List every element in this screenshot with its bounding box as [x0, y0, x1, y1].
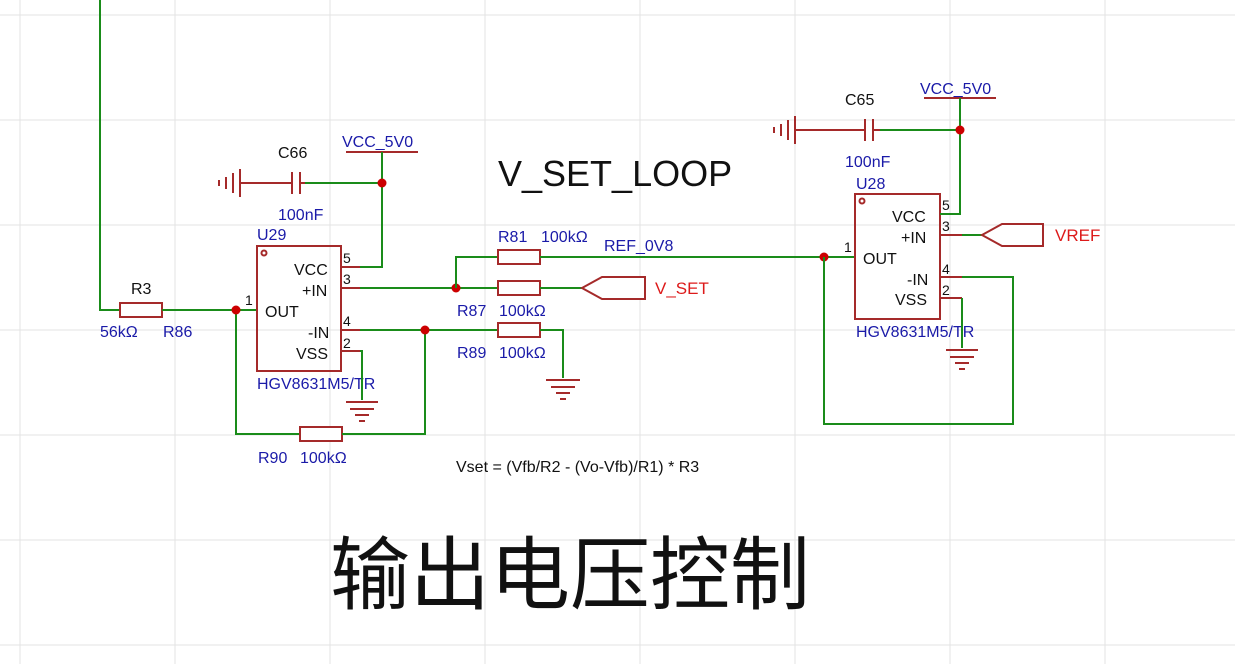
u28-pin-num-3: 3	[942, 218, 950, 234]
wire-input-feed	[99, 0, 120, 311]
ic-u28-body[interactable]	[854, 193, 941, 320]
r81-ref: R81	[498, 229, 527, 246]
u29-pin-vcc: VCC	[294, 262, 328, 279]
u29-pin-inn: -IN	[308, 325, 329, 342]
u29-pin-num-2: 2	[343, 335, 351, 351]
net-ref-0v8: REF_0V8	[604, 238, 673, 255]
u28-pin-inn: -IN	[907, 272, 928, 289]
r3-value: 56kΩ	[100, 324, 138, 341]
r86-ref: R86	[163, 324, 192, 341]
u29-pin-num-3: 3	[343, 271, 351, 287]
u29-pin-num-4: 4	[343, 313, 351, 329]
resistor-r81[interactable]	[497, 249, 541, 265]
wire-u29-vss	[360, 350, 363, 400]
r87-value: 100kΩ	[499, 303, 546, 320]
port-vref[interactable]	[979, 223, 1044, 247]
u28-pin-num-4: 4	[942, 261, 950, 277]
section-caption: 输出电压控制	[330, 529, 810, 622]
u29-pin1-marker	[260, 249, 268, 257]
u29-pin-num-5: 5	[343, 250, 351, 266]
u29-ref: U29	[257, 227, 286, 244]
capacitor-c66[interactable]	[288, 168, 304, 198]
junction-u29-out	[231, 305, 241, 315]
wire-r89-gnd	[540, 329, 564, 378]
ground-icon	[546, 379, 580, 400]
net-vcc-left: VCC_5V0	[342, 134, 413, 151]
ground-icon	[946, 349, 978, 370]
c66-value: 100nF	[278, 207, 324, 224]
capacitor-c65[interactable]	[861, 115, 877, 145]
u28-pin-inp: +IN	[901, 230, 926, 247]
u29-part: HGV8631M5/TR	[257, 376, 375, 393]
u28-pin-vcc: VCC	[892, 209, 926, 226]
port-v-set[interactable]	[579, 276, 646, 300]
u28-pin-num-2: 2	[942, 282, 950, 298]
c65-value: 100nF	[845, 154, 891, 171]
ground-icon	[773, 116, 796, 144]
junction-c65-vcc	[955, 125, 965, 135]
junction-c66-vcc	[377, 178, 387, 188]
net-vcc-right: VCC_5V0	[920, 81, 991, 98]
r90-value: 100kΩ	[300, 450, 347, 467]
r3-ref: R3	[131, 281, 152, 298]
net-v-set: V_SET	[655, 279, 709, 298]
u28-pin-vss: VSS	[895, 292, 927, 309]
net-vref: VREF	[1055, 226, 1100, 245]
c65-ref: C65	[845, 92, 874, 109]
r89-ref: R89	[457, 345, 486, 362]
wire-u29-feedback-right	[342, 330, 426, 435]
r89-value: 100kΩ	[499, 345, 546, 362]
u28-pin-num-1: 1	[844, 239, 852, 255]
u29-pin-inp: +IN	[302, 283, 327, 300]
sheet-title: V_SET_LOOP	[498, 153, 732, 194]
r87-ref: R87	[457, 303, 486, 320]
resistor-r90[interactable]	[299, 426, 343, 442]
u28-pin-num-5: 5	[942, 197, 950, 213]
c66-ref: C66	[278, 145, 307, 162]
wire-u28-feedback	[823, 257, 1014, 425]
u29-pin-num-1: 1	[245, 292, 253, 308]
formula-note: Vset = (Vfb/R2 - (Vo-Vfb)/R1) * R3	[456, 459, 699, 476]
wire-u29-vcc	[360, 183, 383, 268]
resistor-r3[interactable]	[119, 302, 163, 318]
resistor-r87[interactable]	[497, 280, 541, 296]
ic-u29-body[interactable]	[256, 245, 342, 372]
u29-pin-vss: VSS	[296, 346, 328, 363]
junction-u29-inn	[420, 325, 430, 335]
ground-icon	[218, 169, 241, 197]
u28-pin1-marker	[858, 197, 866, 205]
wire-u29-feedback-left	[235, 310, 300, 435]
r90-ref: R90	[258, 450, 287, 467]
u28-ref: U28	[856, 176, 885, 193]
wire-inp-to-r81	[455, 256, 498, 288]
wire-u28-vcc	[940, 130, 961, 215]
u28-part: HGV8631M5/TR	[856, 324, 974, 341]
r81-value: 100kΩ	[541, 229, 588, 246]
u28-pin-out: OUT	[863, 251, 897, 268]
ground-icon	[346, 401, 378, 422]
resistor-r89[interactable]	[497, 322, 541, 338]
u29-pin-out: OUT	[265, 304, 299, 321]
